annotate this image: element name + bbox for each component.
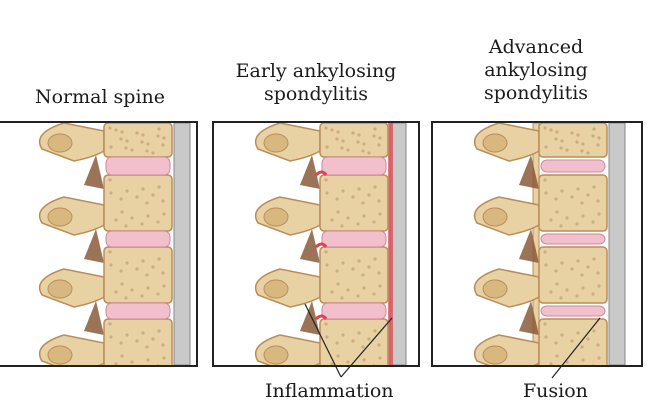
vertebral-body	[319, 246, 389, 304]
inflammation-site	[314, 170, 328, 177]
vertebral-body	[103, 174, 173, 232]
spinous-process	[38, 123, 105, 162]
intervertebral-disc	[321, 302, 387, 320]
vertebral-body	[538, 246, 608, 304]
panel-advanced-ankylosing-spondylitis	[431, 121, 643, 367]
spine-illustration-early	[254, 123, 407, 365]
intervertebral-disc	[540, 233, 606, 245]
spine-illustration-advanced	[473, 123, 626, 365]
spinous-process	[254, 268, 321, 308]
panel-early-ankylosing-spondylitis	[212, 121, 420, 367]
intervertebral-disc	[540, 159, 606, 173]
intervertebral-disc	[105, 302, 171, 320]
panel-normal-spine	[0, 121, 198, 367]
vertebral-body	[538, 174, 608, 232]
spinous-process	[254, 196, 321, 236]
spinous-process	[473, 268, 540, 308]
vertebral-body	[103, 123, 173, 158]
spinal-cord	[173, 123, 191, 365]
inflamed-ligament	[388, 123, 393, 365]
inflammation-site	[314, 242, 328, 249]
title-advanced-ankylosing-spondylitis: Advanced ankylosing spondylitis	[483, 36, 589, 104]
vertebral-body	[319, 174, 389, 232]
spinous-process	[254, 334, 321, 365]
spinous-process	[473, 123, 540, 162]
intervertebral-disc	[321, 230, 387, 248]
spinous-process	[38, 268, 105, 308]
spinal-cord	[608, 123, 626, 365]
label-fusion: Fusion	[523, 380, 588, 402]
intervertebral-disc	[105, 156, 171, 176]
spinous-process	[254, 123, 321, 162]
intervertebral-disc	[105, 230, 171, 248]
intervertebral-disc	[321, 156, 387, 176]
spinous-process	[473, 196, 540, 236]
title-normal-spine: Normal spine	[34, 86, 166, 108]
spine-illustration-normal	[38, 123, 191, 365]
spinous-process	[38, 196, 105, 236]
vertebral-body	[319, 123, 389, 158]
spinous-process	[473, 334, 540, 365]
vertebral-body	[103, 246, 173, 304]
intervertebral-disc	[540, 305, 606, 317]
spinous-process	[38, 334, 105, 365]
inflammation-site	[314, 314, 328, 321]
label-inflammation: Inflammation	[265, 380, 394, 402]
title-early-ankylosing-spondylitis: Early ankylosing spondylitis	[235, 60, 397, 105]
vertebral-body	[538, 123, 608, 158]
